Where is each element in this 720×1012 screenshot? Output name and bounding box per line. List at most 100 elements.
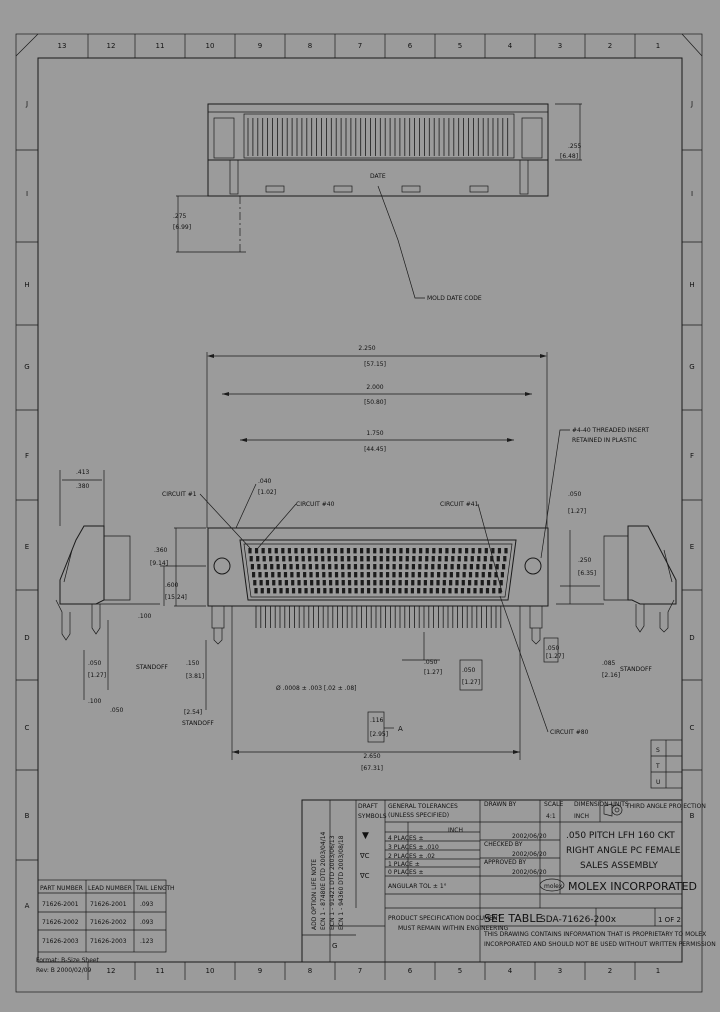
- contact-cell: [489, 564, 493, 570]
- company-name: MOLEX INCORPORATED: [568, 880, 697, 893]
- contact-cell: [490, 556, 494, 562]
- contact-cell: [385, 580, 390, 586]
- contact-cell: [464, 556, 468, 562]
- contact-cell: [295, 556, 299, 562]
- date-2: 2002/06/20: [512, 851, 547, 858]
- contact-cell: [366, 572, 371, 578]
- contact-cell: [478, 548, 482, 554]
- left-row-J: J: [25, 100, 28, 108]
- contact-cell: [309, 572, 313, 578]
- unless-specified: (UNLESS SPECIFIED): [388, 812, 449, 819]
- contact-cell: [431, 564, 435, 570]
- contact-cell: [283, 564, 287, 570]
- contact-cell: [450, 564, 454, 570]
- datum-a: A: [398, 725, 403, 733]
- contact-cell: [283, 572, 288, 578]
- dim-mid-metric: [50.80]: [364, 399, 386, 406]
- date-1: 2002/06/20: [512, 833, 547, 840]
- scale-label: SCALE: [544, 801, 563, 808]
- bottom-zone-4: 4: [508, 967, 513, 975]
- contact-cell: [269, 556, 273, 562]
- contact-cell: [360, 572, 364, 578]
- contact-cell: [341, 580, 345, 586]
- contact-cell: [405, 572, 409, 578]
- contact-cell: [360, 588, 364, 594]
- parts-table-lines: [37, 879, 167, 953]
- contact-cell: [320, 548, 324, 554]
- inch-label: INCH: [448, 827, 463, 834]
- contact-cell: [262, 556, 266, 562]
- contact-cell: [249, 556, 253, 562]
- contact-cell: [475, 572, 479, 578]
- contact-cell: [367, 588, 371, 594]
- contact-cell: [328, 572, 332, 578]
- contact-cell: [442, 580, 446, 586]
- contact-cell: [399, 556, 403, 562]
- parts-row-1-lead: 71626-2001: [90, 901, 127, 908]
- contact-cell: [417, 588, 421, 594]
- contact-cell: [366, 556, 370, 562]
- contact-cell: [457, 556, 461, 562]
- contact-cell: [297, 580, 301, 586]
- contact-cell: [285, 588, 289, 594]
- draft-label: DRAFT: [358, 803, 378, 810]
- top-dim-height: .255: [568, 143, 582, 150]
- contact-cell: [275, 556, 279, 562]
- contact-cell: [263, 564, 267, 570]
- contact-cell: [346, 548, 351, 554]
- contact-cell: [481, 572, 485, 578]
- contact-cell: [254, 588, 258, 594]
- left-dim-top: .360: [154, 547, 168, 554]
- proprietary-line-2: INCORPORATED AND SHOULD NOT BE USED WITH…: [484, 941, 716, 948]
- rev-row-u: U: [656, 779, 660, 786]
- right-row-I: I: [691, 190, 693, 198]
- contact-cell: [492, 588, 496, 594]
- contact-cell: [270, 564, 274, 570]
- tol-row-2: 3 PLACES ± .010: [388, 844, 439, 851]
- contact-cell: [373, 548, 377, 554]
- contact-cell: [500, 572, 504, 578]
- contact-cell: [495, 564, 499, 570]
- contact-cell: [354, 572, 358, 578]
- contact-cell: [425, 556, 429, 562]
- contact-cell: [429, 588, 433, 594]
- symbol-1: ▼: [362, 831, 369, 841]
- callout-circuit-41: CIRCUIT #41: [440, 501, 479, 508]
- approved-label: APPROVED BY: [484, 859, 526, 866]
- left-dim-mid-metric: [15.24]: [165, 594, 187, 601]
- contact-cell: [347, 556, 351, 562]
- parts-row-3-tail: .123: [140, 938, 154, 945]
- symbols-label: SYMBOLS: [358, 813, 387, 820]
- contact-cell: [404, 580, 409, 586]
- contact-cell: [315, 572, 319, 578]
- contact-cell: [411, 564, 416, 570]
- contact-cell: [373, 564, 377, 570]
- units-value: INCH: [574, 813, 589, 820]
- contact-cell: [484, 548, 488, 554]
- parts-row-1-part: 71626-2001: [42, 901, 79, 908]
- contact-cell: [431, 556, 435, 562]
- right-row-C: C: [690, 724, 695, 732]
- revision-letter-box: [650, 739, 683, 789]
- right-dim-a: .050: [568, 491, 582, 498]
- contact-cell: [418, 564, 422, 570]
- contact-cell: [424, 564, 428, 570]
- contact-cell: [303, 572, 307, 578]
- contact-cell: [266, 588, 271, 594]
- contact-cell: [411, 572, 415, 578]
- contact-cell: [385, 588, 389, 594]
- contact-cell: [308, 556, 312, 562]
- contact-cell: [438, 548, 442, 554]
- contact-cell: [425, 548, 429, 554]
- top-zone-8: 8: [308, 42, 312, 50]
- projection-label: THIRD ANGLE PROJECTION: [625, 803, 706, 810]
- top-view: [176, 103, 582, 253]
- left-row-B: B: [25, 812, 30, 820]
- tolerance-note: Ø .0008 ± .003 [.02 ± .08]: [276, 685, 357, 692]
- box-dim-a: .050: [462, 667, 476, 674]
- spec-note-line-2: MUST REMAIN WITHIN ENGINEERING: [398, 925, 509, 932]
- doc-type: SEE TABLE: [484, 912, 542, 925]
- top-zone-3: 3: [558, 42, 562, 50]
- contact-cell: [334, 564, 338, 570]
- contact-cell: [477, 556, 481, 562]
